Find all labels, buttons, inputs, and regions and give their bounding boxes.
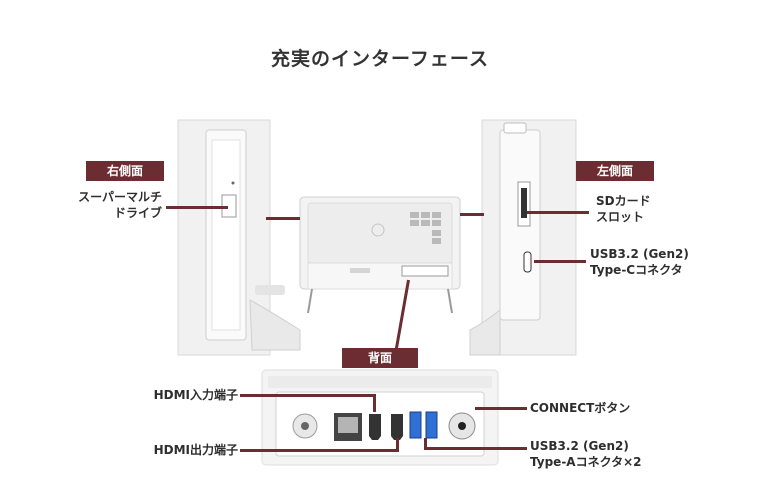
back-view-pc [299, 196, 461, 314]
leader-line [534, 260, 586, 263]
leader-line [424, 438, 427, 450]
hdmi-port-icon [369, 414, 403, 440]
leader-line [475, 407, 527, 410]
right-side-view [177, 119, 301, 356]
label-hdmi-in: HDMI入力端子 [153, 388, 238, 402]
leader-line [527, 211, 589, 214]
badge-right-side: 右側面 [86, 161, 164, 181]
leader-line [396, 438, 399, 452]
label-usb-type-c: USB3.2 (Gen2) Type-Cコネクタ [590, 247, 689, 277]
leader-line [240, 394, 376, 397]
leader-line [460, 213, 484, 216]
left-side-view [469, 119, 577, 356]
badge-back: 背面 [342, 348, 418, 368]
ethernet-port-icon [334, 413, 362, 441]
leader-line [266, 217, 300, 220]
power-jack-icon [292, 413, 318, 439]
leader-line [240, 449, 398, 452]
usb-c-port-icon [523, 251, 532, 273]
usb-a-port-icon [409, 411, 438, 439]
label-super-multi-drive: スーパーマルチ ドライブ [78, 190, 162, 220]
leader-line [166, 206, 228, 209]
connect-button-icon [448, 412, 476, 440]
label-hdmi-out: HDMI出力端子 [153, 443, 238, 457]
label-connect-button: CONNECTボタン [530, 401, 631, 415]
leader-line [373, 394, 376, 412]
label-usb-type-a: USB3.2 (Gen2) Type-Aコネクタ×2 [530, 439, 642, 469]
back-port-closeup [261, 369, 499, 466]
label-sd-card-slot: SDカード スロット [596, 194, 651, 224]
leader-line [424, 447, 527, 450]
badge-left-side: 左側面 [576, 161, 654, 181]
page-title: 充実のインターフェース [271, 48, 489, 70]
